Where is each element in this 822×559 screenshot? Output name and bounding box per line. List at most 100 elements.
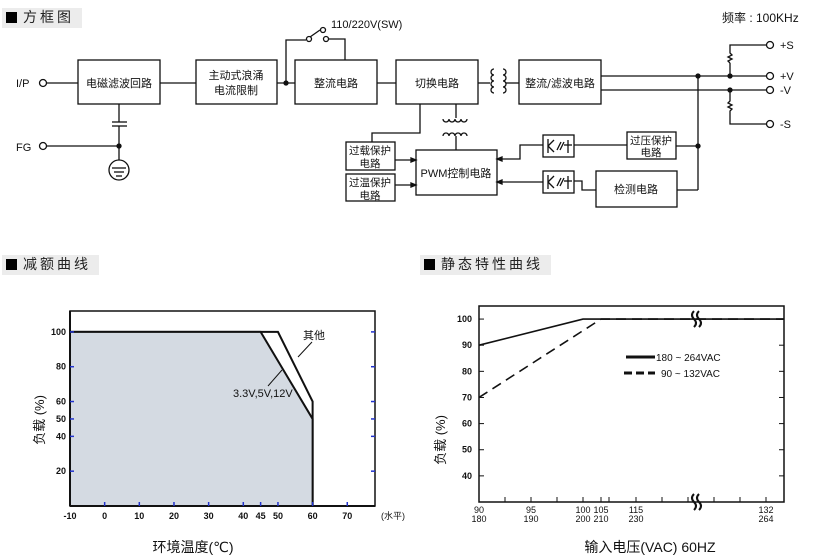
- block-switching-label: 切换电路: [415, 76, 459, 90]
- y-tick-label: 70: [462, 392, 472, 402]
- optocoupler-icon: [542, 170, 575, 194]
- section-title-static: 静态特性曲线: [420, 255, 551, 275]
- switch-contact: [305, 35, 313, 43]
- x-tick-label: 30: [204, 511, 214, 521]
- annotation-arrow: [267, 369, 283, 387]
- y-tick-label: 100: [457, 314, 472, 324]
- terminal-plus-v-label: +V: [780, 71, 794, 83]
- section-title-block-diagram: 方框图: [2, 8, 82, 28]
- x-tick-label-bottom: 190: [523, 514, 538, 524]
- y-tick-label: 80: [462, 366, 472, 376]
- y-tick-label: 40: [462, 471, 472, 481]
- x-tick-label-bottom: 264: [758, 514, 773, 524]
- legend-label-180-264vac: 180 ~ 264VAC: [656, 353, 721, 364]
- block-pwm-label: PWM控制电路: [421, 166, 492, 180]
- block-overload-label-1: 过载保护: [349, 144, 391, 157]
- x-tick-label-top: 132: [758, 505, 773, 515]
- x-tick-label: 60: [308, 511, 318, 521]
- terminal-plus-v: [765, 71, 775, 81]
- terminal-minus-v: [765, 85, 775, 95]
- terminal-ip-label: I/P: [16, 78, 29, 90]
- wire: [574, 180, 596, 191]
- block-emi-filter-label: 电磁滤波回路: [86, 77, 152, 90]
- y-axis-label: 负载 (%): [32, 395, 47, 445]
- y-tick-label: 40: [56, 431, 66, 441]
- junction-dot: [116, 143, 122, 149]
- block-pwm-control: [415, 149, 498, 196]
- switch-contact: [322, 35, 330, 43]
- y-tick-label: 50: [462, 445, 472, 455]
- x-unit-note: (水平): [381, 510, 405, 521]
- series-area-3v3-5v-12v: [70, 331, 313, 506]
- block-inrush-limiter: [195, 59, 278, 105]
- x-axis-label: 输入电压(VAC) 60HZ: [584, 539, 716, 555]
- y-axis-label: 负载 (%): [433, 415, 448, 465]
- y-tick-label: 60: [56, 397, 66, 407]
- x-tick-label-top: 105: [593, 505, 608, 515]
- axis-break-icon: [691, 493, 702, 511]
- frequency-label: 频率 : 100KHz: [722, 10, 799, 25]
- square-bullet-icon: [6, 12, 17, 23]
- block-detection: [595, 170, 678, 208]
- block-inrush-label-1: 主动式浪涌: [209, 68, 264, 82]
- x-tick-label-top: 95: [526, 505, 536, 515]
- wire: [497, 144, 543, 160]
- arrow-head-icon: [495, 179, 503, 185]
- series-line-3v3-5v-12v: [70, 330, 314, 506]
- switch-label: 110/220V(SW): [331, 19, 402, 31]
- resistor-icon: [726, 90, 766, 125]
- x-tick-label: 40: [238, 511, 248, 521]
- arrow-head-icon: [410, 157, 418, 163]
- transformer-icon: [478, 68, 519, 94]
- block-overvoltage-label-2: 电路: [641, 146, 662, 159]
- x-tick-label: 70: [342, 511, 352, 521]
- wire: [371, 104, 421, 142]
- block-overtemp-protection: [345, 173, 396, 202]
- series-line-90-132vac: [478, 318, 784, 399]
- square-bullet-icon: [424, 259, 435, 270]
- terminal-ip: [38, 78, 48, 88]
- x-tick-label: -10: [63, 511, 76, 521]
- block-inrush-label-2: 电流限制: [214, 83, 258, 97]
- x-tick-label-bottom: 200: [575, 514, 590, 524]
- y-tick-label: 20: [56, 466, 66, 476]
- x-tick-label: 20: [169, 511, 179, 521]
- x-tick-label-bottom: 210: [593, 514, 608, 524]
- switch-icon[interactable]: [309, 29, 321, 38]
- wire: [285, 39, 306, 83]
- axis-break-icon: [691, 310, 702, 328]
- block-rect-filter: [518, 59, 602, 105]
- block-overload-protection: [345, 141, 396, 171]
- y-tick-label: 50: [56, 414, 66, 424]
- x-tick-label-top: 100: [575, 505, 590, 515]
- terminal-minus-s-label: -S: [780, 119, 791, 131]
- wire: [326, 38, 346, 60]
- block-overvoltage-label-1: 过压保护: [630, 134, 672, 147]
- x-tick-label-bottom: 180: [471, 514, 486, 524]
- terminal-fg-label: FG: [16, 142, 31, 154]
- optocoupler-icon: [542, 134, 575, 158]
- block-switching: [395, 59, 479, 105]
- switch-contact: [319, 26, 327, 34]
- arrow-head-icon: [410, 182, 418, 188]
- x-tick-label-top: 115: [629, 505, 643, 515]
- x-tick-label: 0: [102, 511, 107, 521]
- transformer-icon: [442, 118, 468, 137]
- block-detection-label: 检测电路: [614, 182, 658, 196]
- annotation-other: 其他: [303, 329, 325, 342]
- terminal-fg: [38, 141, 48, 151]
- annotation-3v3-5v-12v: 3.3V,5V,12V: [233, 388, 293, 400]
- block-diagram: 频率 : 100KHz I/P 电磁滤波回路 FG 主动式浪涌 电流限制 110…: [16, 10, 799, 208]
- x-tick-label-bottom: 230: [628, 514, 643, 524]
- block-rectifier-label: 整流电路: [314, 76, 358, 90]
- ground-icon: [108, 159, 130, 181]
- block-rectifier: [294, 59, 378, 105]
- block-overtemp-label-1: 过温保护: [349, 176, 391, 189]
- x-tick-label: 50: [273, 511, 283, 521]
- x-tick-label: 45: [256, 511, 266, 521]
- block-overload-label-2: 电路: [360, 157, 381, 170]
- terminal-plus-s-label: +S: [780, 40, 794, 52]
- block-rect-filter-label: 整流/滤波电路: [525, 76, 595, 90]
